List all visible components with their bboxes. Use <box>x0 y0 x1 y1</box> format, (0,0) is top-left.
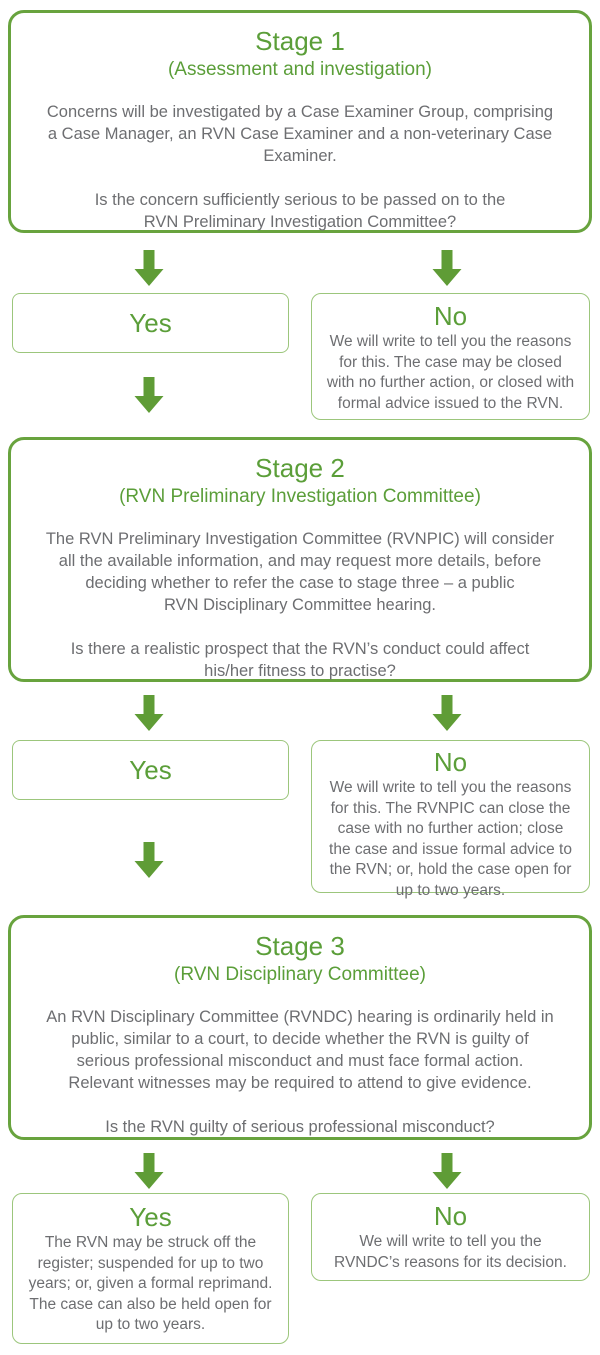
stage-3-card: Stage 3 (RVN Disciplinary Committee) An … <box>8 915 592 1140</box>
no-description: We will write to tell you the reasons fo… <box>329 779 572 899</box>
stage-1-question: Is the concern sufficiently serious to b… <box>94 191 506 231</box>
down-arrow-icon <box>134 1153 164 1189</box>
yes-label: Yes <box>129 755 172 785</box>
down-arrow-icon <box>134 250 164 286</box>
stage-1-no-box: No We will write to tell you the reasons… <box>311 293 590 420</box>
down-arrow-icon <box>134 377 164 413</box>
stage-1-card: Stage 1 (Assessment and investigation) C… <box>8 10 592 233</box>
stage-3-question: Is the RVN guilty of serious professiona… <box>105 1118 495 1136</box>
no-description: We will write to tell you the reasons fo… <box>326 333 575 412</box>
down-arrow-icon <box>134 842 164 878</box>
yes-description: The RVN may be struck off the register; … <box>28 1234 273 1333</box>
stage-2-card: Stage 2 (RVN Preliminary Investigation C… <box>8 437 592 682</box>
stage-2-subtitle: (RVN Preliminary Investigation Committee… <box>119 486 481 507</box>
down-arrow-icon <box>432 695 462 731</box>
stage-1-title: Stage 1 <box>255 26 345 56</box>
no-label: No <box>433 1201 468 1231</box>
stage-1-yes-box: Yes <box>12 293 289 353</box>
stage-2-body: The RVN Preliminary Investigation Commit… <box>45 530 555 614</box>
stage-1-subtitle: (Assessment and investigation) <box>167 59 432 80</box>
stage-3-subtitle: (RVN Disciplinary Committee) <box>174 964 426 985</box>
yes-label: Yes <box>129 308 172 338</box>
stage-2-yes-box: Yes <box>12 740 289 800</box>
stage-3-yes-box: Yes The RVN may be struck off the regist… <box>12 1193 289 1344</box>
down-arrow-icon <box>432 250 462 286</box>
no-description: We will write to tell you the RVNDC’s re… <box>334 1233 567 1271</box>
stage-2-title: Stage 2 <box>255 453 345 483</box>
stage-1-body: Concerns will be investigated by a Case … <box>46 103 554 165</box>
down-arrow-icon <box>432 1153 462 1189</box>
stage-3-title: Stage 3 <box>255 931 345 961</box>
yes-label: Yes <box>129 1202 172 1232</box>
stage-2-no-box: No We will write to tell you the reasons… <box>311 740 590 899</box>
no-label: No <box>433 747 468 777</box>
no-label: No <box>433 301 468 331</box>
down-arrow-icon <box>134 695 164 731</box>
stage-2-question: Is there a realistic prospect that the R… <box>70 640 530 680</box>
stage-3-body: An RVN Disciplinary Committee (RVNDC) he… <box>46 1008 554 1092</box>
stage-3-no-box: No We will write to tell you the RVNDC’s… <box>311 1193 590 1281</box>
